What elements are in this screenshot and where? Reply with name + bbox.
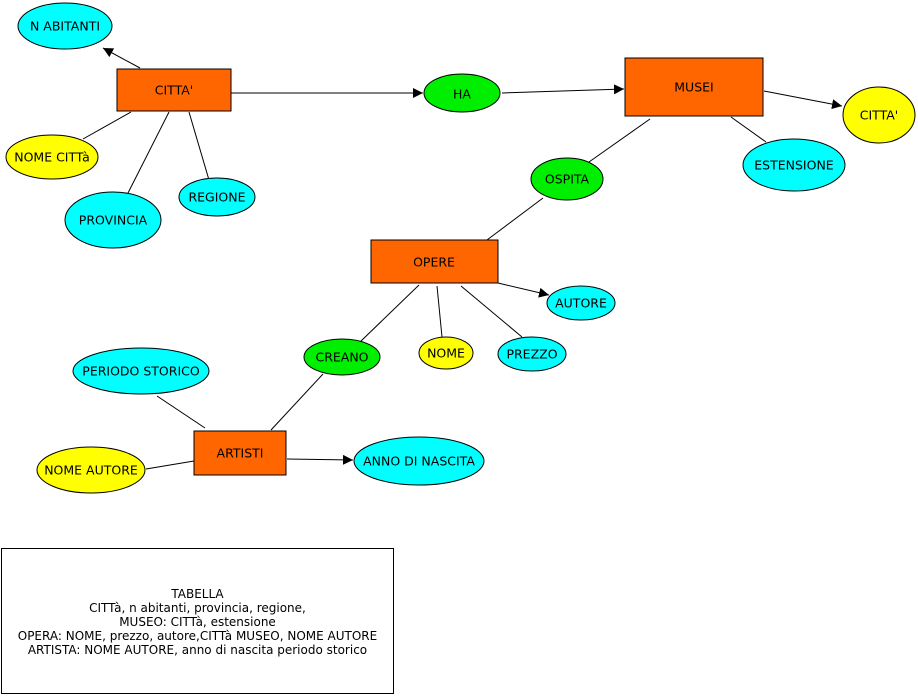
table-note-line: CITTà, n abitanti, provincia, regione, [89, 601, 306, 615]
connector-artisti-nome-autore [145, 460, 195, 470]
attribute-nome-label: NOME [427, 346, 465, 361]
attribute-autore-label: AUTORE [555, 296, 607, 311]
connector-citta-provincia [127, 111, 170, 194]
attribute-nome-citta-label: NOME CITTà [14, 150, 90, 165]
entity-musei[interactable]: MUSEI [624, 57, 764, 117]
table-note-title: TABELLA [171, 587, 224, 601]
attribute-periodo-storico-label: PERIODO STORICO [82, 364, 200, 379]
attribute-nome-autore-label: NOME AUTORE [44, 463, 138, 478]
attribute-n-abitanti-label: N ABITANTI [30, 19, 100, 34]
connector-citta-regione [188, 111, 210, 181]
relationship-ospita-label: OSPITA [545, 172, 590, 187]
connector-opere-prezzo [460, 285, 523, 338]
connector-opere-autore [497, 282, 550, 298]
attribute-periodo-storico[interactable]: PERIODO STORICO [72, 347, 210, 395]
entity-opere[interactable]: OPERE [370, 239, 499, 284]
table-note-line: MUSEO: CITTà, estensione [119, 615, 276, 629]
attribute-regione-label: REGIONE [188, 190, 245, 205]
attribute-prezzo[interactable]: PREZZO [497, 336, 567, 372]
connector-ha-musei [501, 84, 625, 95]
connector-opere-nome [436, 285, 443, 338]
attribute-nome-citta[interactable]: NOME CITTà [5, 134, 99, 180]
relationship-ospita[interactable]: OSPITA [530, 157, 604, 201]
relationship-ha[interactable]: HA [423, 73, 501, 113]
table-note-line: OPERA: NOME, prezzo, autore,CITTà MUSEO,… [17, 629, 378, 643]
connector-creano-artisti [270, 373, 324, 431]
connector-opere-creano [359, 284, 420, 343]
attribute-citta-museo-label: CITTA' [860, 108, 898, 123]
attribute-nome[interactable]: NOME [418, 336, 474, 370]
attribute-anno-di-nascita-label: ANNO DI NASCITA [363, 454, 475, 469]
attribute-nome-autore[interactable]: NOME AUTORE [36, 446, 146, 494]
table-note-line: ARTISTA: NOME AUTORE, anno di nascita pe… [27, 643, 368, 657]
connector-artisti-anno-di-nascita [286, 454, 354, 465]
relationship-ha-label: HA [453, 87, 471, 102]
attribute-estensione-label: ESTENSIONE [754, 158, 834, 173]
connector-citta-n-abitanti [102, 47, 141, 69]
connector-artisti-periodo-storico [156, 395, 206, 429]
connector-musei-ospita [588, 118, 651, 163]
attribute-provincia[interactable]: PROVINCIA [64, 191, 162, 249]
entity-artisti-label: ARTISTI [217, 446, 264, 461]
attribute-autore[interactable]: AUTORE [546, 285, 616, 321]
entity-opere-label: OPERE [413, 255, 455, 270]
connector-ospita-opere [486, 197, 544, 241]
attribute-estensione[interactable]: ESTENSIONE [742, 138, 846, 192]
entity-citta-label: CITTA' [155, 83, 193, 98]
entity-citta[interactable]: CITTA' [116, 68, 232, 112]
attribute-provincia-label: PROVINCIA [79, 213, 148, 228]
entity-musei-label: MUSEI [674, 80, 713, 95]
connector-musei-citta [763, 90, 843, 110]
attribute-n-abitanti[interactable]: N ABITANTI [17, 2, 113, 50]
attribute-regione[interactable]: REGIONE [178, 177, 256, 217]
relationship-creano[interactable]: CREANO [303, 338, 381, 376]
connector-citta-nome-citta [82, 111, 132, 140]
attribute-citta-museo[interactable]: CITTA' [842, 86, 916, 144]
attribute-prezzo-label: PREZZO [506, 347, 557, 362]
table-note: TABELLA CITTà, n abitanti, provincia, re… [1, 548, 394, 694]
attribute-anno-di-nascita[interactable]: ANNO DI NASCITA [353, 436, 485, 486]
connectors [82, 47, 843, 470]
connector-musei-estensione [730, 116, 767, 143]
entity-artisti[interactable]: ARTISTI [193, 430, 287, 476]
relationship-creano-label: CREANO [315, 350, 368, 365]
